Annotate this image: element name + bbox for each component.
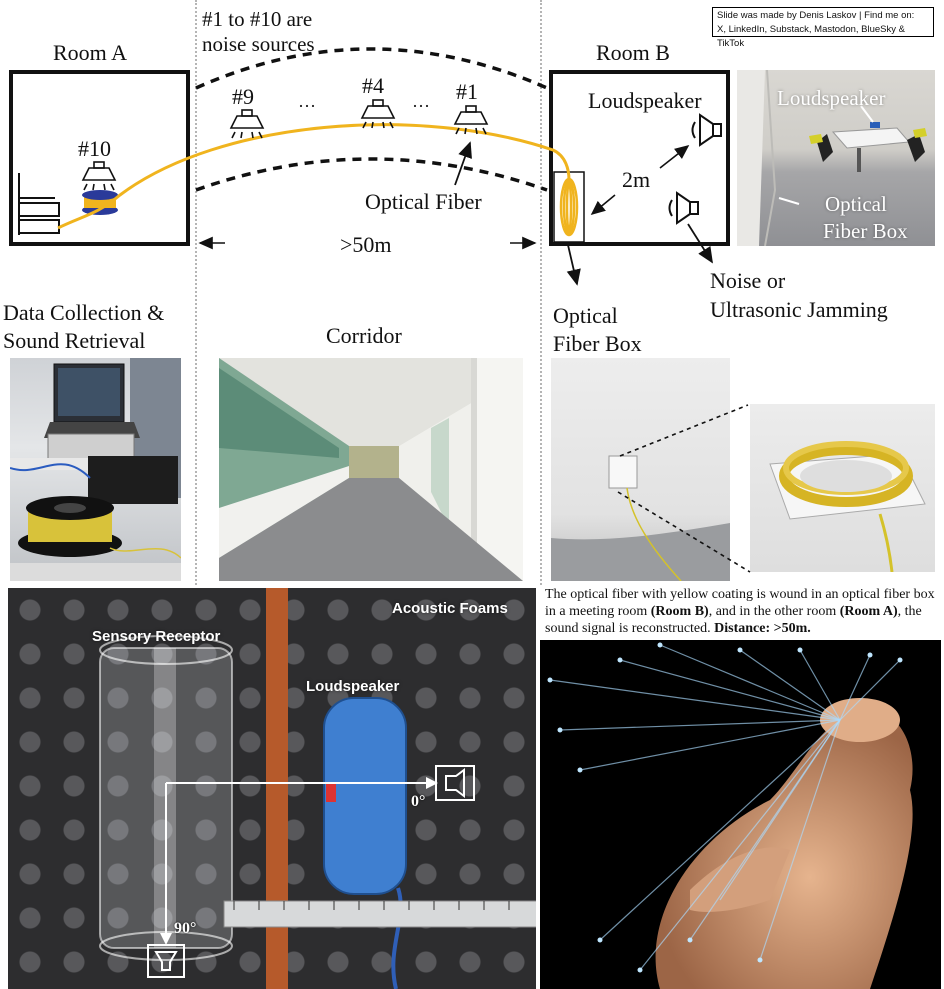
zoom-lines: [617, 404, 751, 573]
caption-distance: Distance: >50m.: [714, 621, 811, 636]
noise-sources-label-1: #1 to #10 are: [202, 7, 313, 31]
ellipsis-2: ···: [412, 96, 430, 116]
ellipsis-1: ···: [298, 96, 316, 116]
open-fiber-box-sketch: [769, 441, 926, 572]
angle-90-label: 90°: [174, 920, 197, 937]
data-collection-label-2: Sound Retrieval: [3, 328, 146, 353]
loudspeaker-icon: [691, 113, 722, 147]
fiber-optic-hand-sketch: [547, 642, 913, 989]
caption-room-b: (Room B): [650, 604, 709, 619]
source-4-label: #4: [362, 73, 384, 98]
arrow-2m-up: [659, 145, 690, 169]
meeting-room-sketch: [737, 70, 927, 246]
separator-right: [540, 0, 542, 585]
room-a-label: Room A: [53, 40, 127, 65]
fiber-box-wall-sketch: [551, 455, 730, 581]
lab-setup-photo: Sensory Receptor Acoustic Foams Loudspea…: [8, 588, 536, 989]
distance-label: >50m: [340, 232, 392, 257]
photo-loudspeaker-label: Loudspeaker: [777, 86, 886, 110]
speaker-90-degree-icon: [147, 944, 185, 978]
caption-part-2: , and in the other room: [708, 604, 840, 619]
corridor-wall-bottom: [195, 157, 548, 192]
credit-line-2: X, LinkedIn, Substack, Mastodon, BlueSky…: [717, 24, 905, 49]
loudspeaker-photo-label: Loudspeaker: [306, 678, 400, 695]
optical-fiber-line: [57, 123, 571, 230]
setup-diagram: [9, 47, 730, 286]
caption-text: The optical fiber with yellow coating is…: [545, 586, 940, 637]
noise-speaker-icon: [668, 191, 699, 225]
arrow-noise: [687, 223, 713, 264]
distance-2m-label: 2m: [622, 167, 651, 192]
data-collection-sketch: [10, 358, 181, 581]
loudspeaker-label: Loudspeaker: [588, 88, 702, 113]
credit-line-1: Slide was made by Denis Laskov | Find me…: [717, 10, 915, 21]
corridor-sketch: [219, 358, 523, 581]
fiber-box-label-1: Optical: [553, 303, 618, 328]
noise-label-1: Noise or: [710, 268, 786, 293]
caption-part-3: , the sound signal is reconstructed.: [545, 604, 922, 636]
noise-sources-label-2: noise sources: [202, 32, 315, 56]
caption-part-1: The optical fiber with yellow coating is…: [545, 587, 935, 619]
corridor-wall-top: [195, 47, 548, 90]
fiber-box-wall-photo: [551, 358, 730, 581]
corridor-photo: [219, 358, 523, 581]
lab-setup-sketch: [99, 588, 536, 989]
room-b-box: [549, 70, 730, 246]
data-collection-photo: [10, 358, 181, 581]
fiber-box-label-2: Fiber Box: [553, 331, 642, 356]
fiber-pointer-arrow: [454, 141, 472, 186]
open-fiber-box-photo: [750, 404, 935, 572]
credit-box: Slide was made by Denis Laskov | Find me…: [712, 7, 934, 49]
source-10-label: #10: [78, 136, 111, 161]
photo-fiber-box-label-1: Optical: [825, 192, 887, 216]
source-9-label: #9: [232, 84, 254, 109]
sensory-receptor-label: Sensory Receptor: [92, 628, 221, 645]
caption-room-a: (Room A): [839, 604, 898, 619]
acoustic-foams-label: Acoustic Foams: [392, 600, 508, 617]
ceiling-speaker-9-icon: [229, 109, 265, 139]
speaker-0-degree-icon: [435, 765, 475, 801]
ceiling-speaker-4-icon: [360, 99, 396, 129]
corridor-label: Corridor: [326, 323, 402, 348]
angle-0-label: 0°: [411, 793, 426, 810]
optical-fiber-label: Optical Fiber: [365, 189, 482, 214]
room-b-label: Room B: [596, 40, 670, 65]
arrow-fiber-box: [566, 244, 581, 286]
source-1-label: #1: [456, 79, 478, 104]
separator-left: [195, 0, 197, 585]
ceiling-speaker-1-icon: [453, 105, 489, 135]
arrow-2m-down: [590, 194, 616, 216]
data-collection-label-1: Data Collection &: [3, 300, 165, 325]
noise-label-2: Ultrasonic Jamming: [710, 297, 888, 322]
photo-fiber-box-label-2: Fiber Box: [823, 219, 908, 243]
fiber-optic-hand-photo: [540, 640, 941, 989]
ceiling-speaker-10-icon: [81, 161, 117, 191]
meeting-room-photo: Loudspeaker Optical Fiber Box: [737, 70, 935, 246]
